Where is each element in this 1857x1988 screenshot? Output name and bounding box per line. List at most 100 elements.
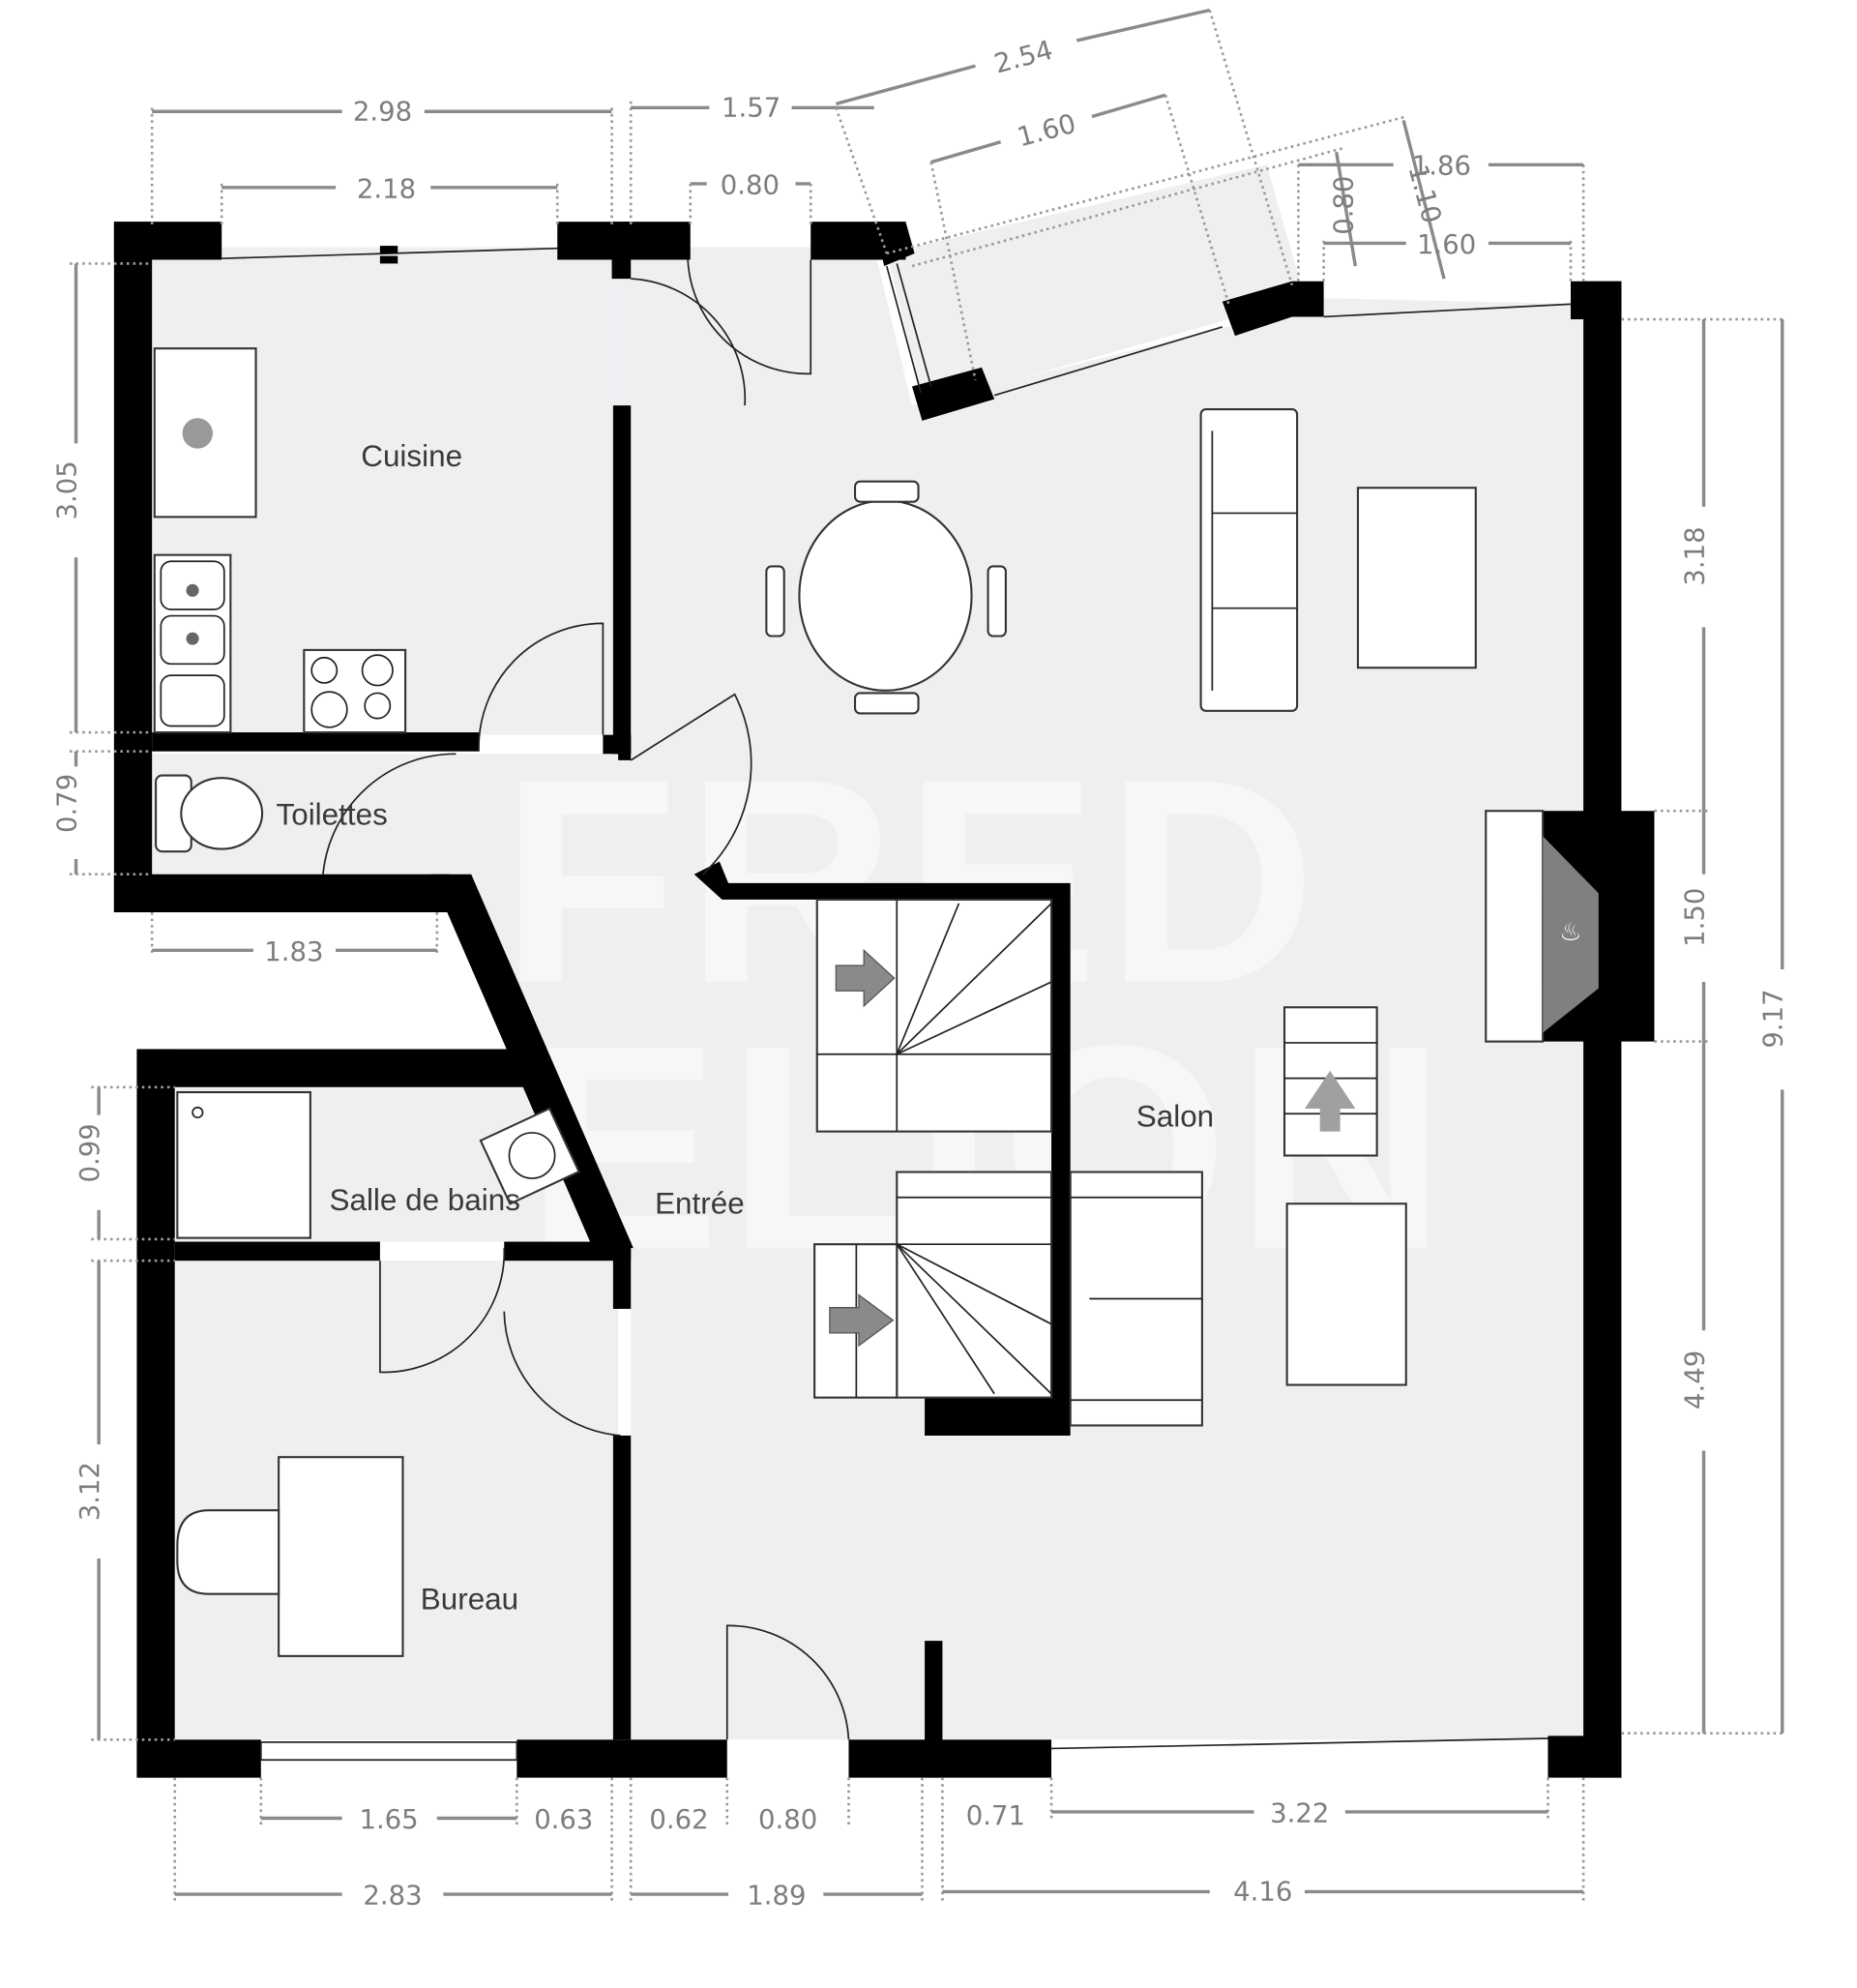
wall	[504, 1241, 632, 1261]
floor-bay	[886, 164, 1305, 406]
chair	[853, 480, 920, 503]
dim-bottom-bureau-pier: 0.63	[534, 1804, 593, 1835]
dim-top-cuisine-window: 2.18	[357, 173, 416, 204]
window-top-right	[1323, 303, 1572, 318]
door-entry-top-swing	[631, 278, 747, 406]
sink-drain-icon	[186, 632, 199, 645]
cooktop	[303, 648, 407, 734]
wall	[612, 1248, 632, 1309]
door-main-swing	[725, 1624, 850, 1740]
dim-top-entry: 1.57	[722, 92, 781, 123]
office-chair	[176, 1509, 280, 1595]
window-mullion	[379, 255, 398, 264]
burner	[361, 654, 394, 687]
room-label-salle-de-bains: Salle de bains	[330, 1183, 520, 1217]
washbasin	[479, 1107, 580, 1205]
dim-right-lower: 4.49	[1680, 1350, 1711, 1409]
dim-top-entry-door: 0.80	[721, 169, 780, 200]
dim-left-cuisine: 3.05	[52, 460, 83, 519]
dim-left-bureau: 3.12	[74, 1462, 105, 1521]
stair-arrow-icon	[829, 1293, 895, 1348]
wall	[611, 222, 632, 280]
stair-step	[896, 1243, 1052, 1395]
dim-bottom-salon-window: 3.22	[1270, 1797, 1329, 1828]
wall	[136, 1049, 536, 1087]
room-label-bureau: Bureau	[421, 1582, 518, 1616]
stair-upper	[815, 898, 1053, 1133]
door-sdb-swing	[379, 1248, 506, 1374]
toilet-bowl	[180, 777, 264, 850]
burner	[310, 656, 339, 684]
fireplace-firebox	[1543, 836, 1599, 1033]
shower-head-icon	[192, 1106, 204, 1119]
dimensions: 2.98 2.18 1.57 0.80 2.54 1.60 1.10 0.80	[52, 8, 1789, 1912]
desk	[278, 1456, 404, 1657]
furniture: ♨	[153, 347, 1599, 1657]
dim-bottom-salon-total: 4.16	[1233, 1877, 1292, 1908]
dim-left-salle-de-bains: 0.99	[74, 1123, 105, 1182]
stair-step	[896, 903, 960, 1055]
washbasin-bowl	[508, 1132, 556, 1179]
doors	[322, 259, 850, 1740]
dim-bottom-entry-total: 1.89	[747, 1881, 806, 1912]
wall	[113, 874, 450, 913]
wall-bay	[873, 222, 915, 267]
dim-bay-inner: 1.60	[1014, 108, 1078, 154]
wall	[618, 734, 632, 760]
door-dining-swing	[687, 259, 812, 375]
sink-basin	[160, 614, 225, 666]
room-label-salon: Salon	[1136, 1099, 1214, 1133]
door-cuisine-swing	[478, 622, 604, 752]
door-bureau-swing	[503, 1311, 621, 1437]
sink-basin	[160, 560, 225, 610]
wall	[174, 1241, 380, 1261]
burner	[310, 691, 348, 728]
dim-bottom-entry-pier: 0.62	[649, 1804, 708, 1835]
dining-table	[798, 499, 973, 692]
wall	[1571, 281, 1622, 320]
dim-top-right-window: 1.60	[1417, 229, 1476, 260]
door-toilettes-swing	[322, 753, 457, 875]
wall	[113, 222, 153, 913]
walls	[113, 222, 1655, 1778]
wall	[848, 1739, 1052, 1778]
salon-table	[1285, 1202, 1407, 1386]
coffee-table	[1356, 487, 1477, 669]
dim-bottom-entry-door: 0.80	[758, 1804, 817, 1835]
wall	[925, 1641, 943, 1778]
wall	[612, 405, 632, 755]
wall	[516, 1739, 727, 1778]
dim-bottom-salon-pier: 0.71	[966, 1800, 1025, 1831]
chair	[853, 692, 920, 715]
chair	[765, 565, 785, 638]
wall	[612, 1435, 632, 1740]
window-bay-front	[993, 326, 1223, 397]
dim-left-toilettes: 0.79	[52, 774, 83, 833]
window-mullion	[379, 246, 398, 253]
dim-bay-depth-inner: 0.80	[1329, 176, 1360, 235]
stair-arrow-icon	[835, 948, 896, 1008]
window-bureau	[259, 1741, 518, 1762]
shower	[176, 1090, 311, 1239]
wall	[152, 732, 480, 752]
sofa	[1199, 408, 1299, 712]
room-labels: Cuisine Toilettes Salle de bains Entrée …	[277, 439, 1215, 1616]
stair-up-arrow-icon	[1304, 1070, 1356, 1132]
fireplace-hearth	[1485, 810, 1545, 1043]
dim-right-upper: 3.18	[1680, 526, 1711, 585]
dim-bay-outer: 2.54	[991, 35, 1056, 80]
flame-icon: ♨	[1559, 917, 1581, 946]
sink-drain-icon	[186, 583, 199, 597]
wall	[136, 1049, 175, 1778]
stair-step	[896, 1243, 1052, 1325]
window-salon	[1051, 1737, 1548, 1750]
wall-bay	[1222, 281, 1324, 337]
stair-step	[896, 1243, 995, 1395]
stair-step	[896, 903, 1052, 1055]
dim-toilettes-width: 1.83	[264, 936, 323, 967]
dim-right-total: 9.17	[1758, 989, 1789, 1048]
sink-drainer	[160, 674, 225, 727]
chair	[987, 565, 1007, 638]
room-label-entree: Entrée	[655, 1187, 745, 1221]
